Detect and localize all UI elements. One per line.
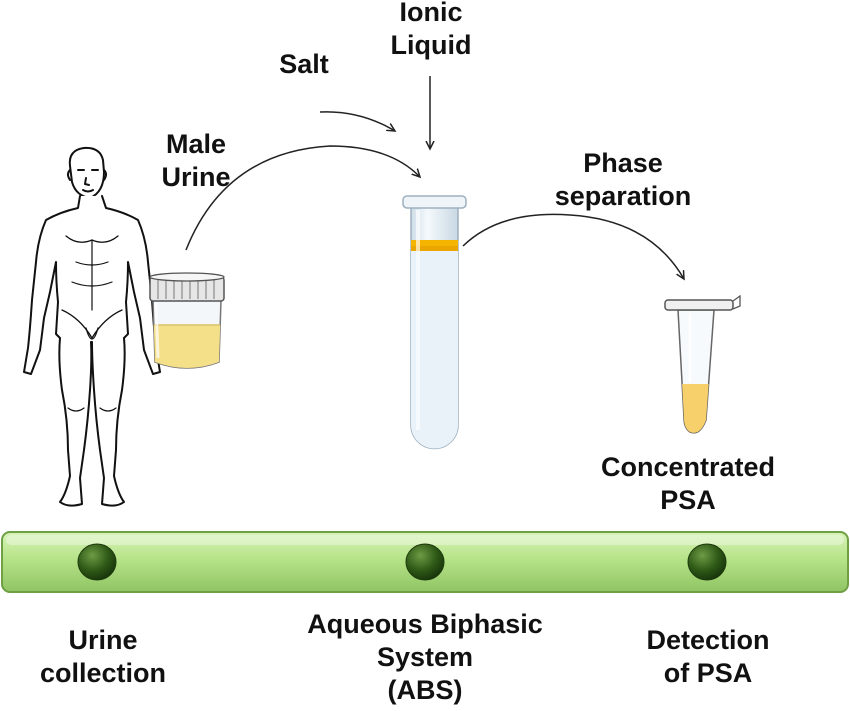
phase-separation-label: Phase separation — [554, 148, 692, 211]
timeline-node-detection — [687, 543, 727, 581]
timeline-bar — [1, 531, 849, 593]
ionic-liquid-label: Ionic Liquid — [390, 0, 472, 60]
male-urine-label: Male Urine — [161, 129, 231, 192]
urine-to-tube-arrow — [185, 145, 420, 251]
step-label-abs: Aqueous Biphasic System (ABS) — [307, 609, 543, 705]
salt-label: Salt — [279, 49, 329, 79]
test-tube-icon — [402, 195, 467, 450]
salt-arrow — [319, 111, 395, 131]
step-label-urine-collection: Urine collection — [39, 625, 167, 688]
eppendorf-tube-icon — [664, 294, 741, 434]
phase-separation-arrow — [462, 213, 684, 279]
timeline-node-abs — [405, 543, 445, 581]
step-label-detection: Detection of PSA — [646, 625, 770, 688]
timeline-node-urine — [77, 543, 117, 581]
urine-cup-icon — [149, 272, 225, 369]
concentrated-psa-label: Concentrated PSA — [600, 452, 776, 515]
human-figure-icon — [23, 146, 161, 507]
